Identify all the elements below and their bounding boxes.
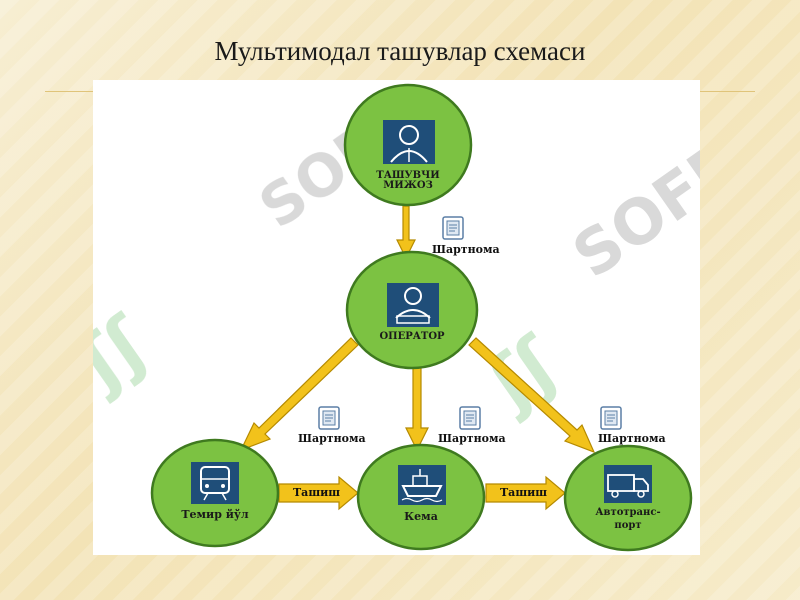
- diagram-panel: SOFF SOFF ʃʃ ʃʃ Шартнома Шартнома: [93, 80, 700, 555]
- watermark-logo-1: ʃʃ: [93, 300, 163, 406]
- arrow-operator-rail: [239, 337, 359, 452]
- node-ship: Кема: [356, 443, 486, 551]
- watermark-text-2: SOFF: [560, 128, 700, 292]
- arrows: [239, 205, 596, 511]
- edge-label-client-operator: Шартнома: [432, 243, 500, 256]
- node-auto: Автотранс- порт: [563, 444, 693, 552]
- arrow-ship-auto: [485, 475, 566, 511]
- diagram-svg: SOFF SOFF ʃʃ ʃʃ Шартнома Шартнома: [93, 83, 700, 552]
- node-client-label-2: МИЖОЗ: [383, 180, 433, 191]
- person-icon: [383, 120, 435, 164]
- edge-labels: Шартнома Шартнома Шартнома Шартнома Таши…: [293, 216, 666, 499]
- arrow-rail-ship: [278, 475, 359, 511]
- node-auto-label-2: порт: [614, 520, 641, 531]
- node-operator: ОПЕРАТОР: [345, 250, 479, 370]
- arrow-operator-ship: [405, 365, 429, 452]
- arrow-operator-auto: [468, 337, 596, 454]
- operator-laptop-icon: [387, 283, 439, 327]
- contract-document-icon: [600, 406, 622, 430]
- edge-label-rail-ship: Ташиш: [293, 486, 340, 499]
- node-operator-label: ОПЕРАТОР: [379, 331, 445, 342]
- node-rail: Темир йўл: [150, 438, 280, 548]
- ship-icon: [398, 465, 446, 505]
- contract-document-icon: [318, 406, 340, 430]
- node-auto-label-1: Автотранс-: [595, 507, 660, 518]
- edge-label-ship-auto: Ташиш: [500, 486, 547, 499]
- contract-document-icon: [442, 216, 464, 240]
- edge-label-operator-auto: Шартнома: [598, 432, 666, 445]
- train-icon: [191, 462, 239, 504]
- watermark-logo-2: ʃʃ: [472, 320, 573, 426]
- node-rail-label: Темир йўл: [181, 508, 249, 521]
- edge-label-operator-ship: Шартнома: [438, 432, 506, 445]
- arrow-client-operator: [396, 205, 416, 260]
- edge-label-operator-rail: Шартнома: [298, 432, 366, 445]
- node-client-label-1: ТАШУВЧИ: [376, 170, 439, 181]
- contract-document-icon: [459, 406, 481, 430]
- node-ship-label: Кема: [404, 510, 438, 523]
- slide-title: Мультимодал ташувлар схемаси: [214, 36, 586, 66]
- truck-icon: [604, 465, 652, 503]
- node-client: ТАШУВЧИ МИЖОЗ: [343, 83, 473, 207]
